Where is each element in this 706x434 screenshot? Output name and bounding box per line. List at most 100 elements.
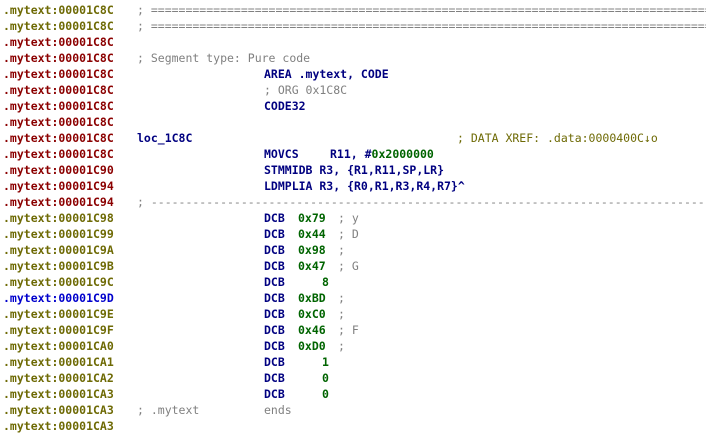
address-label[interactable]: .mytext:00001C94: [3, 195, 114, 209]
dcb-value[interactable]: 0x44: [298, 227, 326, 241]
listing-line[interactable]: .mytext:00001CA0 DCB 0xD0;: [0, 338, 706, 354]
separator-comment: ; --------------------------------------…: [137, 195, 706, 209]
address-label[interactable]: .mytext:00001C8C: [3, 147, 114, 161]
listing-line[interactable]: .mytext:00001C90 STMMIDB R3, {R1,R11,SP,L…: [0, 162, 706, 178]
listing-line[interactable]: .mytext:00001C9A DCB 0x98;: [0, 242, 706, 258]
listing-line[interactable]: .mytext:00001CA3: [0, 418, 706, 434]
dcb-mnemonic[interactable]: DCB: [264, 387, 285, 401]
dcb-value[interactable]: 1: [322, 355, 329, 369]
dcb-mnemonic[interactable]: DCB: [264, 275, 285, 289]
listing-line[interactable]: .mytext:00001CA1 DCB 1: [0, 354, 706, 370]
address-label[interactable]: .mytext:00001C9C: [3, 275, 114, 289]
dcb-char-comment: ; G: [338, 259, 359, 273]
dcb-char-comment: ; y: [338, 211, 359, 225]
address-label[interactable]: .mytext:00001C8C: [3, 51, 114, 65]
address-label[interactable]: .mytext:00001CA3: [3, 419, 114, 433]
address-label[interactable]: .mytext:00001C99: [3, 227, 114, 241]
instruction[interactable]: LDMPLIA R3, {R0,R1,R3,R4,R7}^: [264, 179, 465, 193]
listing-line[interactable]: .mytext:00001C8C ; Segment type: Pure cod…: [0, 50, 706, 66]
address-label[interactable]: .mytext:00001C9A: [3, 243, 114, 257]
listing-line[interactable]: .mytext:00001C9F DCB 0x46 ; F: [0, 322, 706, 338]
dcb-value[interactable]: 0xBD: [298, 291, 326, 305]
address-label[interactable]: .mytext:00001C9F: [3, 323, 114, 337]
segment-name-comment: ; .mytext: [137, 403, 200, 417]
dcb-mnemonic[interactable]: DCB: [264, 371, 285, 385]
address-label[interactable]: .mytext:00001C8C: [3, 83, 114, 97]
dcb-mnemonic[interactable]: DCB: [264, 259, 285, 273]
dcb-mnemonic[interactable]: DCB: [264, 307, 285, 321]
dcb-value[interactable]: 0x98: [298, 243, 326, 257]
dcb-value[interactable]: 0x47: [298, 259, 326, 273]
address-label[interactable]: .mytext:00001C8C: [3, 35, 114, 49]
listing-line[interactable]: .mytext:00001C9C DCB 8: [0, 274, 706, 290]
dcb-mnemonic[interactable]: DCB: [264, 211, 285, 225]
address-label[interactable]: .mytext:00001C98: [3, 211, 114, 225]
listing-line[interactable]: .mytext:00001C94 ; ----------------------…: [0, 194, 706, 210]
dcb-mnemonic[interactable]: DCB: [264, 291, 285, 305]
listing-line[interactable]: .mytext:00001C9B DCB 0x47 ; G: [0, 258, 706, 274]
address-label[interactable]: .mytext:00001C8C: [3, 67, 114, 81]
address-label[interactable]: .mytext:00001C9B: [3, 259, 114, 273]
listing-line[interactable]: .mytext:00001C8C loc_1C8C ; DATA XREF: .da…: [0, 130, 706, 146]
dcb-char-comment: ;: [338, 307, 345, 321]
listing-line[interactable]: .mytext:00001CA3 DCB 0: [0, 386, 706, 402]
listing-line[interactable]: .mytext:00001C94 LDMPLIA R3, {R0,R1,R3,R4…: [0, 178, 706, 194]
dcb-mnemonic[interactable]: DCB: [264, 243, 285, 257]
listing-line[interactable]: .mytext:00001C8C CODE32: [0, 98, 706, 114]
dcb-value[interactable]: 0xC0: [298, 307, 326, 321]
listing-line[interactable]: .mytext:00001C8C: [0, 114, 706, 130]
xref-comment[interactable]: ; DATA XREF: .data:0000400C↓o: [457, 131, 658, 145]
dcb-value[interactable]: 0: [322, 371, 329, 385]
address-label[interactable]: .mytext:00001C90: [3, 163, 114, 177]
listing-line[interactable]: .mytext:00001C8C ; ======================…: [0, 2, 706, 18]
instruction-operands[interactable]: R11, #0x2000000: [330, 147, 434, 161]
dcb-char-comment: ;: [338, 339, 345, 353]
listing-line[interactable]: .mytext:00001C9D DCB 0xBD;: [0, 290, 706, 306]
dcb-value[interactable]: 0x79: [298, 211, 326, 225]
address-label[interactable]: .mytext:00001C9D: [3, 291, 114, 305]
code-label[interactable]: loc_1C8C: [137, 131, 193, 145]
dcb-char-comment: ;: [338, 291, 345, 305]
listing-line[interactable]: .mytext:00001C8C MOVCS R11, #0x2000000: [0, 146, 706, 162]
dcb-value[interactable]: 0x46: [298, 323, 326, 337]
dcb-value[interactable]: 0: [322, 387, 329, 401]
immediate-value[interactable]: 0x2000000: [371, 147, 434, 161]
ends-directive[interactable]: ends: [264, 403, 292, 417]
instruction[interactable]: STMMIDB R3, {R1,R11,SP,LR}: [264, 163, 445, 177]
dcb-char-comment: ;: [338, 243, 345, 257]
separator-comment: ; ======================================…: [137, 3, 706, 17]
segment-comment: ; Segment type: Pure code: [137, 51, 311, 65]
address-label[interactable]: .mytext:00001CA1: [3, 355, 114, 369]
listing-line[interactable]: .mytext:00001C8C; ORG 0x1C8C: [0, 82, 706, 98]
dcb-mnemonic[interactable]: DCB: [264, 355, 285, 369]
address-label[interactable]: .mytext:00001C8C: [3, 99, 114, 113]
listing-line[interactable]: .mytext:00001C8C; ======================…: [0, 18, 706, 34]
dcb-value[interactable]: 0xD0: [298, 339, 326, 353]
dcb-mnemonic[interactable]: DCB: [264, 339, 285, 353]
instruction-mnemonic[interactable]: MOVCS: [264, 147, 299, 161]
listing-line[interactable]: .mytext:00001C8C AREA .mytext, CODE: [0, 66, 706, 82]
address-label[interactable]: .mytext:00001C8C: [3, 115, 114, 129]
address-label[interactable]: .mytext:00001C8C: [3, 131, 114, 145]
listing-line[interactable]: .mytext:00001CA2 DCB 0: [0, 370, 706, 386]
dcb-char-comment: ; F: [338, 323, 359, 337]
directive[interactable]: AREA .mytext, CODE: [264, 67, 389, 81]
dcb-mnemonic[interactable]: DCB: [264, 323, 285, 337]
address-label[interactable]: .mytext:00001CA3: [3, 403, 114, 417]
address-label[interactable]: .mytext:00001C8C: [3, 19, 114, 33]
address-label[interactable]: .mytext:00001C9E: [3, 307, 114, 321]
listing-line[interactable]: .mytext:00001C98 DCB 0x79 ; y: [0, 210, 706, 226]
address-label[interactable]: .mytext:00001CA3: [3, 387, 114, 401]
address-label[interactable]: .mytext:00001C94: [3, 179, 114, 193]
address-label[interactable]: .mytext:00001C8C: [3, 3, 114, 17]
dcb-value[interactable]: 8: [322, 275, 329, 289]
listing-line[interactable]: .mytext:00001CA3 ; .mytext ends: [0, 402, 706, 418]
listing-line[interactable]: .mytext:00001C8C: [0, 34, 706, 50]
dcb-mnemonic[interactable]: DCB: [264, 227, 285, 241]
address-label[interactable]: .mytext:00001CA0: [3, 339, 114, 353]
address-label[interactable]: .mytext:00001CA2: [3, 371, 114, 385]
listing-line[interactable]: .mytext:00001C9E DCB 0xC0;: [0, 306, 706, 322]
directive[interactable]: CODE32: [264, 99, 306, 113]
